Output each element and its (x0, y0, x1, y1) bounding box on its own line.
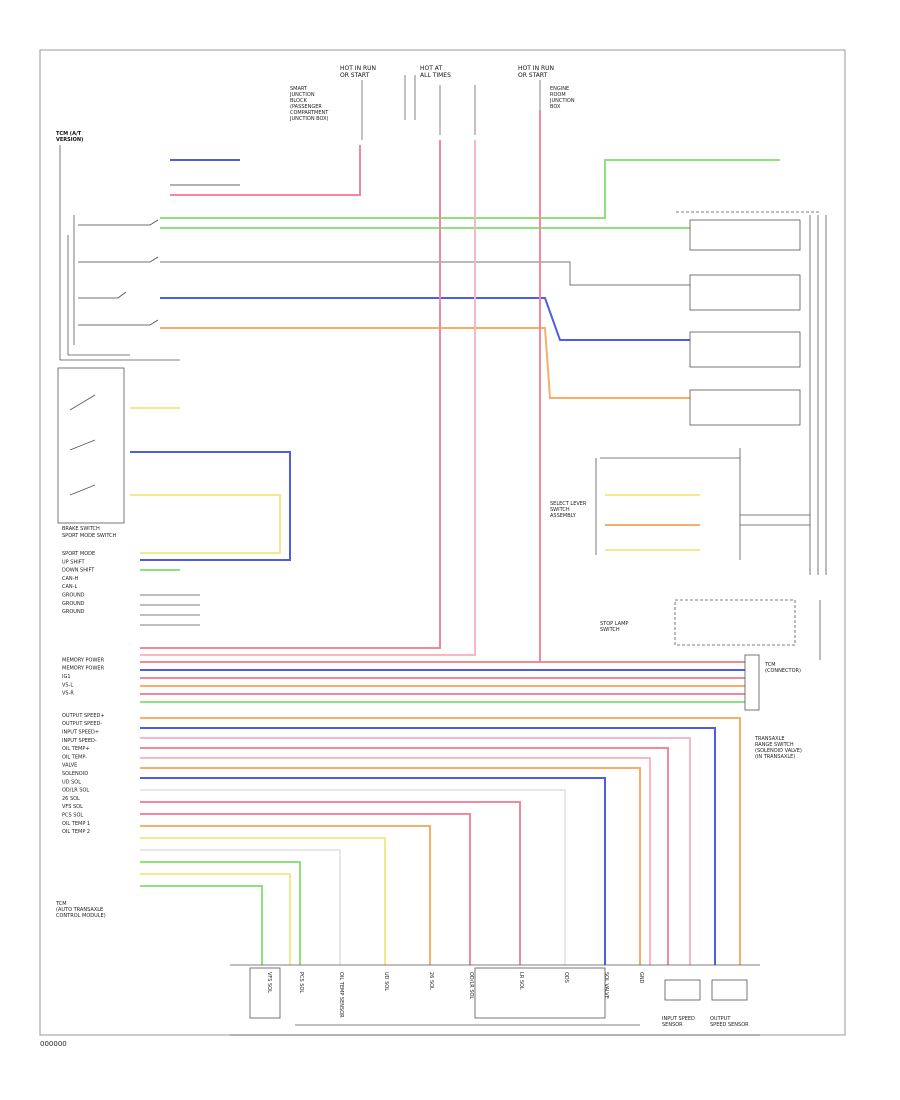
pin-label: OIL TEMP 1 (62, 821, 90, 827)
bottom-component-label: PCS SOL (298, 972, 304, 993)
bottom-component-label: OD/LR SOL (468, 972, 474, 999)
bottom-label-row: VFS SOL PCS SOL OIL TEMP SENSOR UD SOL 26 SO… (266, 972, 644, 1018)
pin-label: MEMORY POWER (62, 657, 105, 663)
pin-label: UD SOL (62, 779, 81, 785)
svg-text:OR START: OR START (340, 72, 370, 79)
pin-label: DOWN SHIFT (62, 568, 95, 574)
pin-label: VS-R (62, 691, 74, 697)
pin-label: GROUND (62, 601, 85, 607)
pin-label: INPUT SPEED- (62, 738, 97, 744)
bottom-component-label: GND (638, 972, 644, 984)
smart-junction-label: SMART (290, 86, 308, 92)
svg-text:(AUTO TRANSAXLE: (AUTO TRANSAXLE (56, 907, 103, 913)
svg-text:(PASSENGER: (PASSENGER (290, 104, 322, 110)
pin-label-column: SPORT MODE UP SHIFT DOWN SHIFT CAN-H CAN-L GR… (62, 551, 105, 835)
svg-text:BLOCK: BLOCK (290, 98, 307, 104)
tcm-footer-1: TCM (55, 901, 67, 907)
fuse2-label: HOT AT (420, 65, 442, 72)
svg-text:SENSOR: SENSOR (662, 1022, 683, 1028)
svg-text:JUNCTION: JUNCTION (289, 92, 315, 98)
brake-switch-box (57, 367, 125, 524)
svg-text:ASSEMBLY: ASSEMBLY (550, 513, 577, 519)
fuse1-label: HOT IN RUN (340, 65, 376, 72)
pin-label: OIL TEMP 2 (62, 829, 90, 835)
pin-label: INPUT SPEED+ (62, 730, 99, 736)
pin-label: OUTPUT SPEED- (62, 721, 102, 727)
input-speed-label-1: INPUT SPEED (662, 1016, 695, 1022)
diagram-frame (39, 49, 846, 1036)
tcm-rh-label-1: TCM (764, 662, 776, 668)
svg-text:BOX: BOX (550, 104, 561, 110)
svg-text:SPEED SENSOR: SPEED SENSOR (710, 1022, 749, 1028)
select-lever-label-1: SELECT LEVER (550, 501, 587, 507)
top-connectors (361, 75, 541, 140)
right-switch-block (676, 211, 827, 575)
sport-mode-wires (130, 407, 291, 571)
bottom-component-label: ODS (563, 972, 569, 983)
sport-mode-label: SPORT MODE SWITCH (62, 533, 117, 539)
pin-label: MEMORY POWER (62, 666, 105, 672)
svg-text:(IN TRANSAXLE): (IN TRANSAXLE) (755, 754, 795, 760)
tcm-header-line2: VERSION) (56, 137, 83, 143)
tcm-rh-connector (744, 654, 760, 711)
top-header-labels: HOT IN RUN OR START HOT AT ALL TIMES HOT… (289, 65, 575, 122)
engine-room-box-label: ENGINE (550, 86, 569, 92)
pin-label: VFS SOL (62, 804, 83, 810)
svg-text:(CONNECTOR): (CONNECTOR) (765, 668, 801, 674)
svg-text:CONTROL MODULE): CONTROL MODULE) (56, 913, 106, 919)
svg-text:SWITCH: SWITCH (600, 627, 620, 633)
bottom-component-label: VFS SOL (266, 972, 272, 993)
pin-label: GROUND (62, 593, 85, 599)
bottom-component-label: UD SOL (383, 972, 389, 991)
select-lever-wires (605, 494, 700, 551)
lower-harness (140, 717, 741, 965)
bottom-component-label: 26 SOL (428, 972, 434, 990)
svg-text:JUNCTION: JUNCTION (549, 98, 575, 104)
svg-text:SWITCH: SWITCH (550, 507, 570, 513)
svg-text:(SOLENOID VALVE): (SOLENOID VALVE) (755, 748, 802, 754)
stop-lamp-switch (674, 599, 821, 660)
svg-text:RANGE SWITCH: RANGE SWITCH (755, 742, 794, 748)
top-left-wires (170, 145, 361, 196)
output-speed-label-1: OUTPUT (710, 1016, 731, 1022)
pin-label: OIL TEMP+ (62, 746, 90, 752)
pin-label: CAN-H (62, 576, 78, 582)
pin-label: SOLENOID (62, 771, 88, 777)
upper-harness (160, 159, 780, 399)
tcm-header-line1: TCM (A/T (56, 131, 82, 137)
pin-label: GROUND (62, 609, 85, 615)
pin-label: OUTPUT SPEED+ (62, 713, 105, 719)
pin-label: VALVE (62, 763, 77, 769)
select-lever-contacts (78, 219, 159, 326)
stop-lamp-label-1: STOP LAMP (600, 621, 628, 627)
select-lever-connector (595, 448, 810, 560)
svg-text:OR START: OR START (518, 72, 548, 79)
pin-label: SPORT MODE (62, 551, 95, 557)
pin-label: OD/LR SOL (62, 788, 89, 794)
bottom-component-label: OIL TEMP SENSOR (338, 972, 344, 1018)
main-harness (140, 661, 745, 703)
pin-label: UP SHIFT (62, 559, 85, 565)
bottom-component-row (230, 964, 760, 1036)
svg-text:ROOM: ROOM (550, 92, 566, 98)
transaxle-label-1: TRANSAXLE (754, 736, 785, 742)
svg-text:ALL TIMES: ALL TIMES (420, 72, 451, 79)
pin-label: OIL TEMP- (62, 754, 87, 760)
left-ground-wires (140, 594, 200, 626)
svg-text:COMPARTMENT: COMPARTMENT (290, 110, 329, 116)
bottom-component-label: LR SOL (518, 972, 524, 990)
brake-switch-label: BRAKE SWITCH (62, 526, 100, 532)
pin-label: PCS SOL (62, 813, 83, 819)
bottom-component-label: SOL VALVE (603, 972, 609, 999)
left-bus (59, 145, 180, 361)
pin-label: VS-L (62, 682, 73, 688)
pin-label: IG1 (62, 674, 71, 680)
fuse3-label: HOT IN RUN (518, 65, 554, 72)
figure-id: 000000 (40, 1040, 67, 1048)
pin-label: CAN-L (62, 584, 77, 590)
svg-text:JUNCTION BOX): JUNCTION BOX) (289, 116, 329, 122)
fuse-risers (140, 110, 745, 663)
pin-label: 26 SOL (62, 796, 80, 802)
